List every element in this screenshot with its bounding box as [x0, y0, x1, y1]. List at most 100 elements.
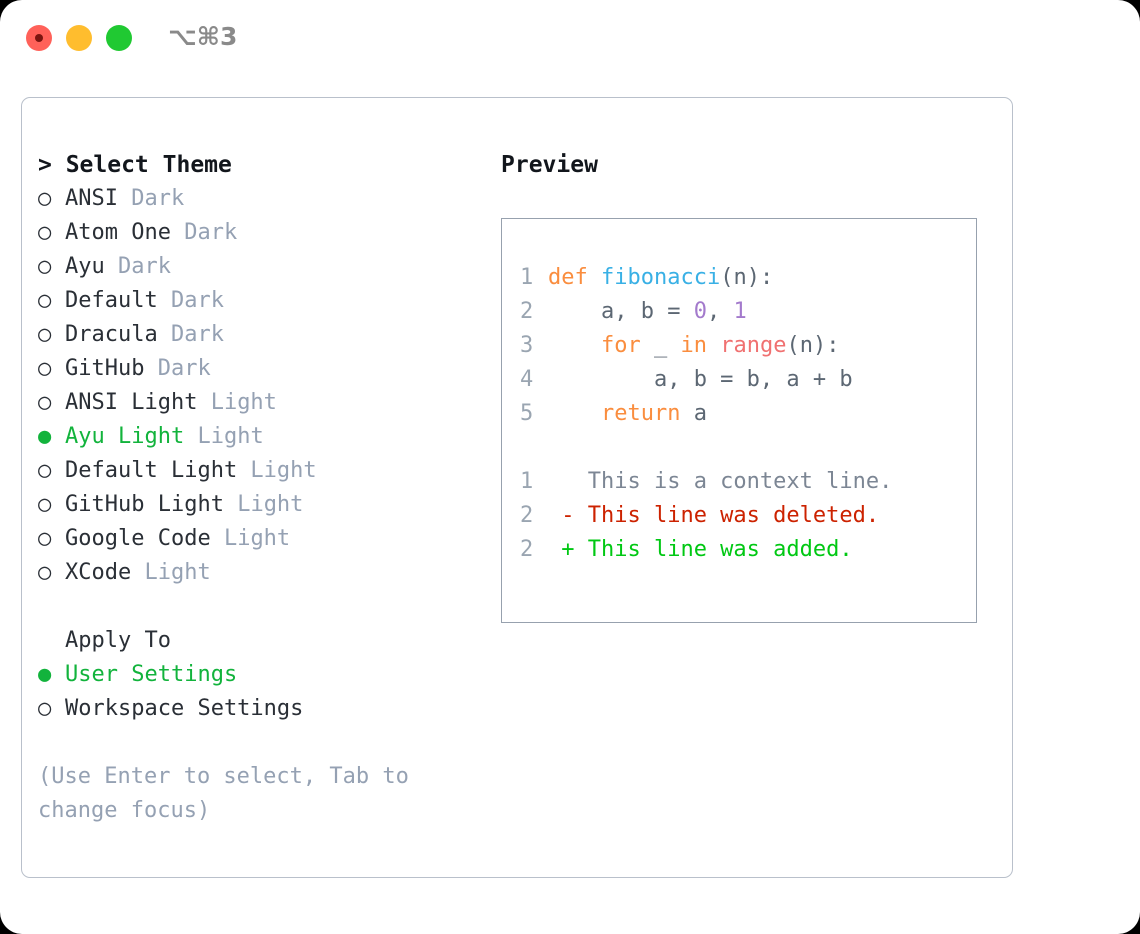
apply-to-item[interactable]: ○ Workspace Settings	[38, 692, 488, 726]
line-number: 5	[520, 401, 534, 426]
radio-selected-icon: ●	[38, 662, 52, 687]
radio-unselected-icon: ○	[38, 696, 52, 721]
keyboard-hint-text: (Use Enter to select, Tab to change focu…	[38, 764, 409, 823]
line-number: 2	[520, 299, 534, 324]
main-panel: > Select Theme ○ANSI Dark○Atom One Dark○…	[21, 97, 1013, 878]
apply-to-list[interactable]: ● User Settings ○ Workspace Settings	[38, 658, 488, 726]
radio-unselected-icon: ○	[38, 560, 52, 585]
theme-item-label: GitHub Light	[65, 492, 224, 517]
theme-item-tag: Light	[223, 492, 304, 517]
radio-unselected-icon: ○	[38, 356, 52, 381]
theme-item[interactable]: ●Ayu Light Light	[38, 420, 488, 454]
theme-list[interactable]: ○ ANSI Dark ○ Atom One Dark ○ Ayu Dark ○ Defaul…	[38, 182, 488, 590]
theme-item-label: Ayu Light	[65, 424, 185, 449]
diff-line: 1 This is a context line.	[520, 465, 976, 499]
code-token: in	[680, 333, 707, 358]
theme-item-label: Atom One	[65, 220, 171, 245]
line-number: 2	[520, 537, 534, 562]
radio-unselected-icon: ○	[38, 390, 52, 415]
code-token: return	[600, 401, 681, 426]
code-token: ,	[706, 299, 734, 324]
code-token: 0	[693, 299, 707, 324]
theme-item-tag: Dark	[157, 288, 224, 313]
line-number: 1	[520, 265, 534, 290]
theme-item-label: XCode	[65, 560, 132, 585]
apply-to-item-label: Workspace Settings	[65, 696, 304, 721]
apply-to-label: Apply To	[65, 628, 171, 653]
minimize-window-button[interactable]	[66, 25, 92, 51]
code-line: 4 a, b = b, a + b	[520, 363, 976, 397]
theme-item-tag: Dark	[117, 186, 185, 211]
theme-item-label: ANSI	[65, 186, 118, 211]
radio-selected-icon: ●	[38, 424, 52, 449]
theme-item[interactable]: ○ Atom One Dark	[38, 216, 488, 250]
theme-item-tag: Dark	[170, 220, 238, 245]
apply-to-item[interactable]: ● User Settings	[38, 658, 488, 692]
code-token: (n):	[720, 265, 774, 290]
line-number: 1	[520, 469, 534, 494]
code-token: def	[548, 265, 588, 290]
radio-unselected-icon: ○	[38, 526, 52, 551]
apply-to-item-label: User Settings	[65, 662, 238, 687]
code-token: a	[680, 401, 707, 426]
keyboard-shortcut-label: ⌥⌘3	[168, 22, 238, 51]
diff-text: - This line was deleted.	[548, 503, 880, 528]
theme-item-tag: Dark	[144, 356, 211, 381]
theme-item-label: ANSI Light	[65, 390, 198, 415]
theme-item-label: Default Light	[65, 458, 238, 483]
theme-item[interactable]: ○ GitHub Dark	[38, 352, 488, 386]
code-token	[548, 333, 601, 358]
theme-item-label: Ayu	[65, 254, 105, 279]
code-line: 3 for _ in range(n):	[520, 329, 976, 363]
theme-item[interactable]: ○ Dracula Dark	[38, 318, 488, 352]
theme-item-label: GitHub	[65, 356, 145, 381]
line-number: 3	[520, 333, 534, 358]
diff-text: This is a context line.	[548, 469, 893, 494]
theme-item-tag: Light	[210, 526, 291, 551]
radio-unselected-icon: ○	[38, 458, 52, 483]
title-bar: ⌥⌘3	[0, 0, 1140, 78]
code-token: for	[600, 333, 641, 358]
preview-title: Preview	[501, 152, 598, 178]
theme-item[interactable]: ○ANSI Light Light	[38, 386, 488, 420]
code-token	[707, 333, 720, 358]
radio-unselected-icon: ○	[38, 288, 52, 313]
theme-item[interactable]: ○ GitHub Light Light	[38, 488, 488, 522]
theme-item-label: Default	[65, 288, 158, 313]
code-token: fibonacci	[601, 265, 721, 290]
theme-selection-column: > Select Theme ○ANSI Dark○Atom One Dark○…	[38, 148, 488, 828]
code-line: 1 def fibonacci(n):	[520, 261, 976, 295]
theme-item-label: Google Code	[65, 526, 211, 551]
radio-unselected-icon: ○	[38, 220, 52, 245]
diff-line: 2 - This line was deleted.	[520, 499, 976, 533]
code-token: a, b = b, a + b	[548, 367, 853, 392]
theme-item-tag: Dark	[157, 322, 224, 347]
code-token: range	[720, 333, 787, 358]
theme-item[interactable]: ○Ayu Dark	[38, 250, 488, 284]
close-window-button[interactable]	[26, 25, 52, 51]
page-title: > Select Theme	[38, 152, 232, 178]
theme-item[interactable]: ○ Google Code Light	[38, 522, 488, 556]
radio-unselected-icon: ○	[38, 186, 52, 211]
code-token: a, b =	[548, 299, 694, 324]
code-line: 2 a, b = 0, 1	[520, 295, 976, 329]
radio-unselected-icon: ○	[38, 254, 52, 279]
code-line: 5 return a	[520, 397, 976, 431]
diff-line: 2 + This line was added.	[520, 533, 976, 567]
diff-text: + This line was added.	[548, 537, 853, 562]
code-token	[588, 265, 601, 290]
theme-item-label: Dracula	[65, 322, 158, 347]
theme-item[interactable]: ○XCode Light	[38, 556, 488, 590]
code-token: 1	[733, 299, 747, 324]
radio-unselected-icon: ○	[38, 322, 52, 347]
code-diff-gap	[520, 431, 976, 465]
theme-item[interactable]: ○Default Light Light	[38, 454, 488, 488]
theme-item[interactable]: ○ Default Dark	[38, 284, 488, 318]
maximize-window-button[interactable]	[106, 25, 132, 51]
theme-item[interactable]: ○ ANSI Dark	[38, 182, 488, 216]
radio-unselected-icon: ○	[38, 492, 52, 517]
